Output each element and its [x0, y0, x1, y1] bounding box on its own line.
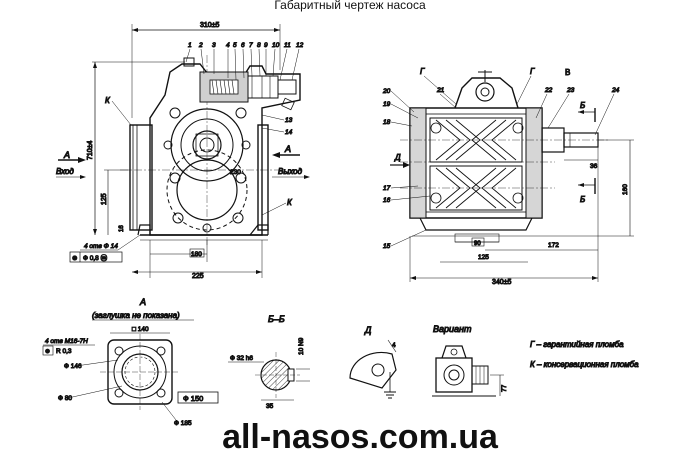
callout-14: 14 — [285, 129, 293, 136]
detail-a-subtitle: (заглушка не показана) — [92, 311, 180, 320]
callout-2: 2 — [198, 42, 203, 49]
legend: Г – гарантийная пломба К – консервационн… — [530, 340, 640, 370]
callout-22: 22 — [544, 87, 553, 94]
callout-12: 12 — [296, 42, 304, 49]
callout-13: 13 — [285, 117, 293, 124]
callout-9: 9 — [264, 42, 268, 49]
detail-a-dia150: Ф 150 — [183, 394, 203, 403]
variant-dim: 77 — [501, 384, 508, 392]
label-b-bottom: Б — [580, 195, 585, 204]
detail-a-dia146: Ф 146 — [64, 363, 82, 370]
label-b-top: Б — [580, 101, 585, 110]
dim-overall-width: 310±5 — [200, 22, 220, 29]
dim-230: 230 — [230, 169, 241, 176]
dim-160: 160 — [622, 184, 629, 195]
label-a-left: А — [63, 150, 70, 160]
dim-16: 16 — [119, 225, 125, 232]
label-k-bottom: К — [287, 198, 293, 207]
detail-a-radius: R 0,3 — [56, 348, 72, 355]
dim-125-side: 125 — [478, 254, 489, 261]
side-leaders — [390, 90, 615, 247]
view-d: Д 4 — [349, 325, 397, 399]
label-v: В — [565, 68, 570, 77]
legend-k: К – консервационная пломба — [530, 360, 639, 369]
section-bb-title: Б–Б — [268, 314, 285, 324]
dim-172: 172 — [548, 242, 559, 249]
callout-23: 23 — [566, 87, 575, 94]
label-outlet: Выход — [278, 167, 303, 176]
callout-20: 20 — [382, 88, 391, 95]
callout-10: 10 — [272, 42, 280, 49]
section-bb-key: 10 N9 — [298, 337, 305, 355]
callout-6: 6 — [241, 42, 245, 49]
callout-5: 5 — [233, 42, 237, 49]
callout-15: 15 — [383, 243, 391, 250]
callout-17: 17 — [383, 185, 391, 192]
label-a-right: А — [284, 144, 291, 154]
dim-225: 225 — [192, 273, 204, 280]
variant-title: Вариант — [433, 324, 472, 334]
view-d-title: Д — [364, 325, 372, 335]
view-d-dim: 4 — [392, 342, 396, 349]
callout-8: 8 — [257, 42, 261, 49]
section-bb-dia: Ф 32 h6 — [230, 355, 253, 362]
position-icon: ⊕ — [45, 349, 50, 355]
callout-16: 16 — [383, 197, 391, 204]
label-g-left: Г — [420, 67, 425, 76]
callout-3: 3 — [212, 42, 216, 49]
dim-36: 36 — [590, 163, 598, 170]
detail-a-title: А — [139, 297, 146, 307]
holes-note-front: 4 отв Ф 14 — [84, 243, 118, 250]
dim-height: 710±4 — [87, 140, 94, 160]
drawing-title: Габаритный чертеж насоса — [274, 0, 426, 12]
dim-125-front: 125 — [101, 193, 108, 205]
dim-90: 90 — [474, 241, 481, 247]
callout-4: 4 — [226, 42, 230, 49]
section-bb-depth: 35 — [266, 403, 274, 410]
detail-a-dia185: Ф 185 — [174, 420, 192, 427]
legend-g: Г – гарантийная пломба — [530, 340, 624, 349]
label-inlet: Вход — [56, 167, 74, 176]
label-d: Д — [394, 153, 401, 162]
callout-24: 24 — [611, 87, 620, 94]
label-k-top: К — [105, 96, 111, 105]
front-leaders — [185, 48, 300, 133]
detail-a-square: □ 140 — [132, 326, 149, 333]
label-g-right: Г — [530, 67, 535, 76]
callout-1: 1 — [188, 42, 192, 49]
dim-180: 180 — [191, 251, 202, 258]
detail-a-dia80: Ф 80 — [58, 395, 72, 402]
variant-view: Вариант 77 — [432, 324, 509, 397]
front-view: 310±5 710±4 125 16 — [56, 22, 310, 281]
front-callouts: 1 2 3 4 5 6 7 8 9 10 11 12 13 14 — [188, 42, 305, 137]
dim-overall-side: 340±5 — [492, 279, 512, 286]
callout-7: 7 — [249, 42, 253, 49]
tolerance-symbol-icon: ⊕ — [72, 255, 78, 262]
detail-a-holes: 4 отв М16-7Н — [45, 338, 88, 345]
callout-19: 19 — [383, 101, 391, 108]
watermark: all-nasos.com.ua — [222, 418, 499, 456]
side-view: 20 19 18 17 16 15 21 22 23 24 — [382, 67, 634, 287]
detail-a: А (заглушка не показана) □ 140 4 отв М16… — [42, 297, 219, 428]
callout-18: 18 — [383, 119, 391, 126]
tolerance-value: Ф 0,8 ⓜ — [83, 254, 108, 262]
callout-11: 11 — [284, 42, 291, 49]
section-bb: Б–Б Ф 32 h6 10 N9 35 — [228, 314, 310, 411]
